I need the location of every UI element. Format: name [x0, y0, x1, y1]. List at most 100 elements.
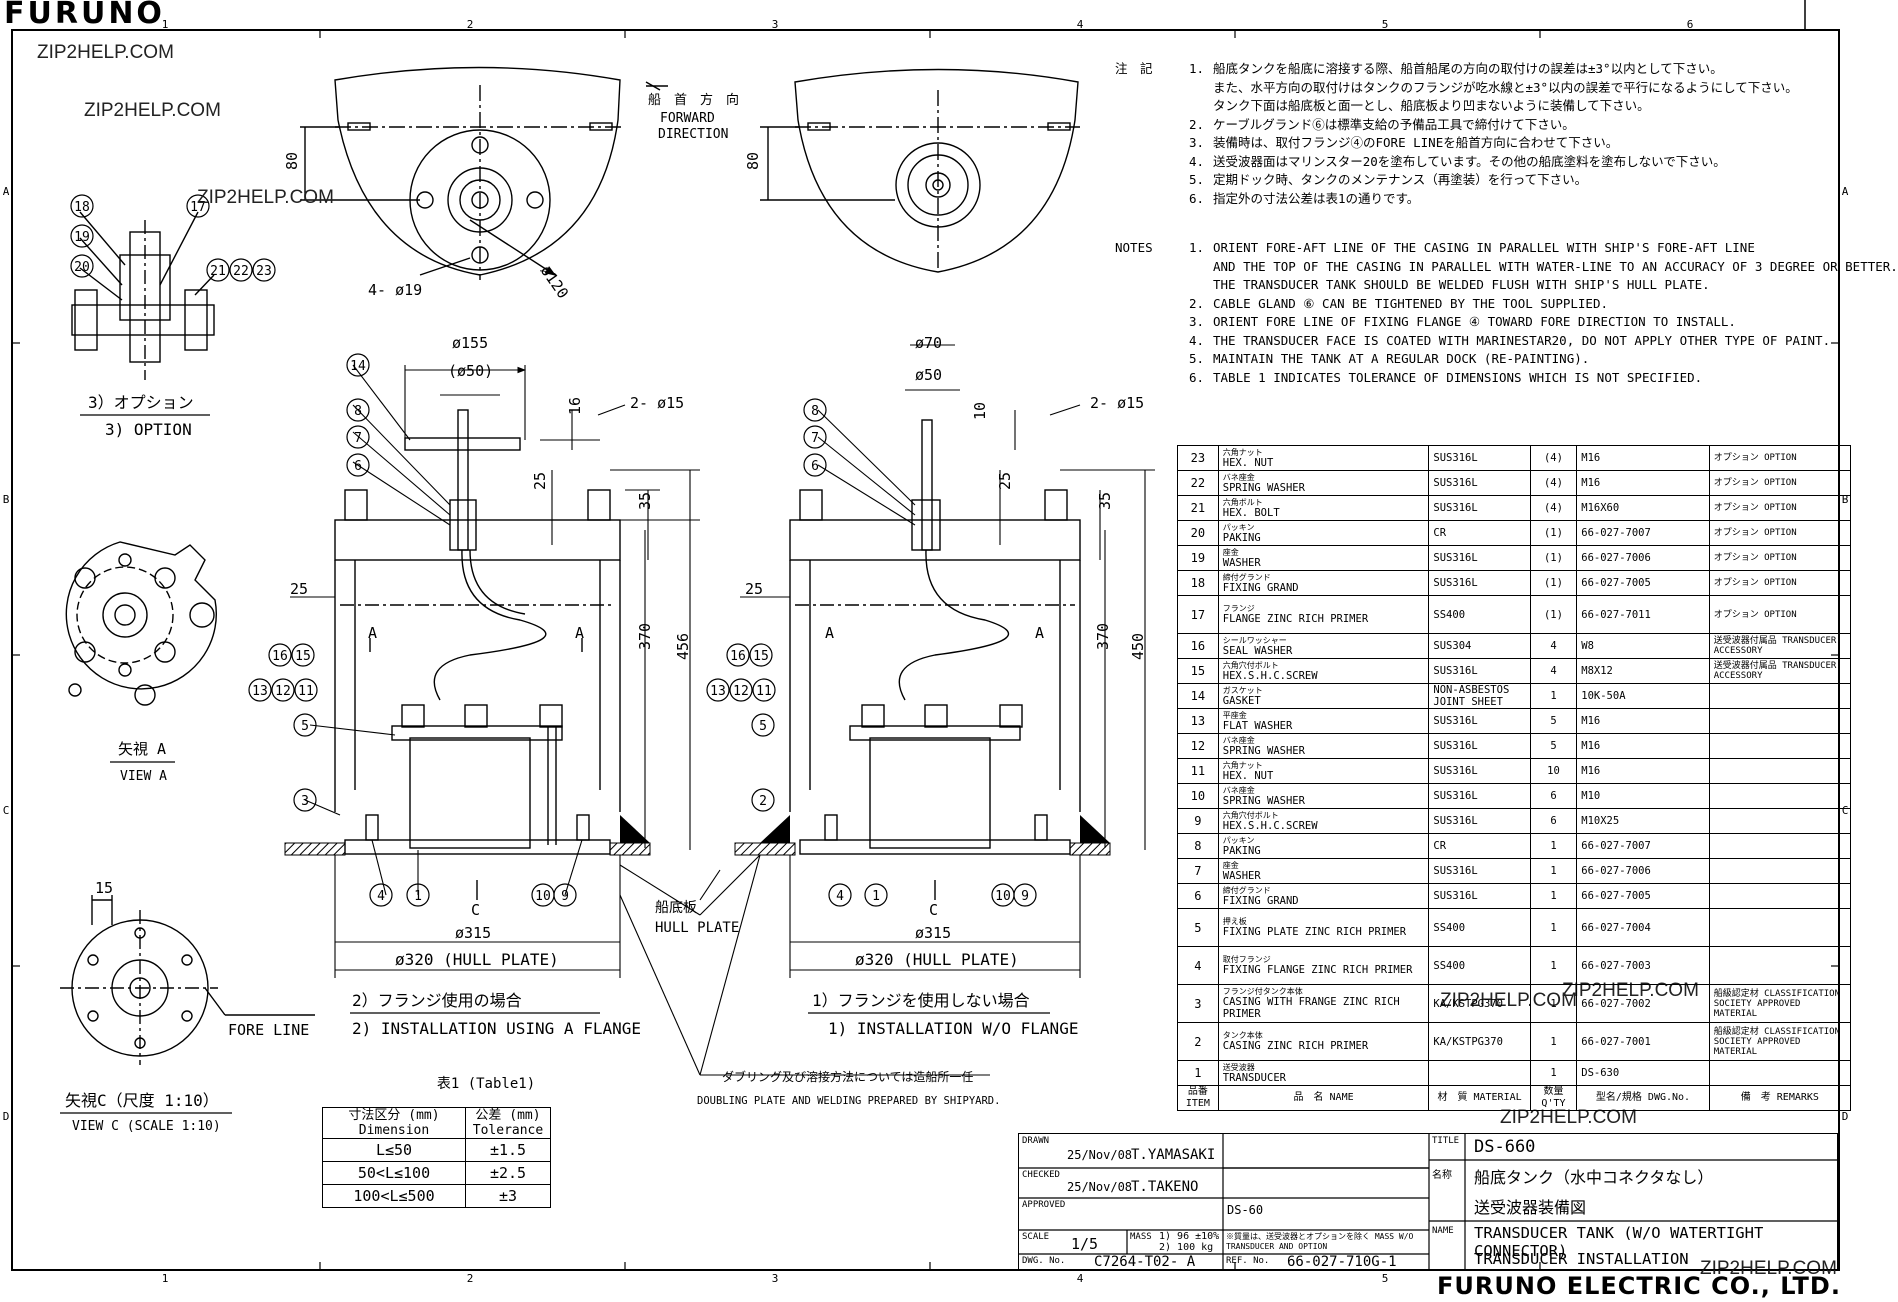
part-name-jp: フランジ付タンク本体 [1222, 987, 1303, 996]
part-material: SS400 [1428, 946, 1531, 985]
dir-en1: FORWARD [660, 111, 715, 126]
part-qty: (1) [1529, 545, 1578, 571]
s1-c11: 11 [756, 684, 772, 699]
dim-50: ø50 [915, 366, 942, 384]
part-qty: (1) [1529, 520, 1578, 546]
part-dwg-no: DS-630 [1576, 1060, 1710, 1086]
part-item-no: 11 [1177, 758, 1219, 784]
name-jp-label: 名称 [1432, 1170, 1452, 1181]
dim-16: 16 [566, 397, 584, 415]
checked-name: T.TAKENO [1131, 1179, 1199, 1195]
note-text: ORIENT FORE LINE OF FIXING FLANGE ④ TOWA… [1213, 314, 1736, 329]
part-item-no: 8 [1177, 833, 1219, 859]
part-name-en: FIXING PLATE ZINC RICH PRIMER [1222, 926, 1407, 938]
dir-jp: 船 首 方 向 [648, 92, 739, 108]
dwg-label: DWG. No. [1022, 1256, 1066, 1266]
part-material: SUS316L [1428, 570, 1531, 596]
s2-c1: 1 [414, 889, 422, 904]
part-name-jp: 六角穴付ボルト [1222, 660, 1279, 670]
hull-jp: 船底板 [655, 900, 697, 916]
section-with-flange [334, 409, 621, 900]
part-remarks: 送受波器付属品 TRANSDUCER ACCESSORY [1708, 633, 1852, 659]
part-name-jp: 締付グランド [1222, 885, 1271, 895]
part-remarks: オプション OPTION [1708, 445, 1852, 471]
part-item-no: 18 [1177, 570, 1219, 596]
part-name-jp: 締付グランド [1222, 572, 1271, 582]
fore-line-label: FORE LINE [228, 1021, 309, 1039]
part-item-no: 3 [1177, 984, 1219, 1023]
s1-c15: 15 [753, 649, 769, 664]
title-value: DS-660 [1474, 1137, 1536, 1157]
part-qty: (4) [1529, 470, 1578, 496]
watermark: ZIP2HELP.COM [197, 187, 334, 208]
note-num: 6. [1189, 369, 1205, 385]
grid-col-4b: 4 [1077, 1272, 1084, 1285]
part-qty: 10 [1529, 758, 1578, 784]
dim-2phi15-a: 2- ø15 [630, 394, 684, 412]
dim-370-a: 370 [636, 623, 654, 650]
dim-25-h-b: 25 [745, 580, 763, 598]
s2-c6: 6 [354, 459, 362, 474]
part-qty: (1) [1529, 570, 1578, 596]
callout-22: 22 [233, 264, 249, 279]
callout-18: 18 [74, 200, 90, 215]
part-name-jp: 平座金 [1222, 710, 1247, 720]
note-num: 2. [1189, 295, 1205, 311]
part-remarks: オプション OPTION [1708, 595, 1852, 634]
grid-row-a-r: A [1842, 185, 1849, 198]
part-name-en: SEAL WASHER [1222, 644, 1293, 657]
part-remarks [1708, 683, 1852, 709]
part-name-en: SPRING WASHER [1222, 481, 1305, 494]
part-name-en: HEX. NUT [1222, 769, 1274, 782]
title-block-grid [1019, 1134, 1839, 1271]
part-name-en: TRANSDUCER [1222, 1071, 1286, 1084]
part-name-en: FIXING FLANGE ZINC RICH PRIMER [1222, 964, 1413, 976]
s2-c4: 4 [377, 889, 385, 904]
part-name-jp: タンク本体 [1222, 1031, 1263, 1040]
sec-c: C [471, 901, 480, 919]
part-qty: 1 [1529, 1022, 1578, 1061]
part-dwg-no: 66-027-7011 [1576, 595, 1710, 634]
notes-en-head: NOTES [1115, 240, 1153, 255]
part-material: SUS316L [1428, 658, 1531, 684]
part-item-no: 20 [1177, 520, 1219, 546]
inst2-jp: 2）フランジ使用の場合 [352, 991, 522, 1010]
part-material: CR [1428, 520, 1531, 546]
grid-col-5: 5 [1382, 18, 1389, 31]
part-dwg-no: 66-027-7006 [1576, 545, 1710, 571]
tolerance-table: 寸法区分 (mm) Dimension 公差 (mm) Tolerance L≤… [322, 1107, 551, 1208]
grid-col-3b: 3 [772, 1272, 779, 1285]
part-dwg-no: M10 [1576, 783, 1710, 809]
view-a [65, 541, 217, 706]
part-dwg-no: M16 [1576, 758, 1710, 784]
part-item-no: 16 [1177, 633, 1219, 659]
part-remarks [1708, 758, 1852, 784]
part-remarks [1708, 946, 1852, 985]
part-name-en: HEX. NUT [1222, 456, 1274, 469]
part-name-jp: 送受波器 [1222, 1062, 1255, 1072]
part-remarks: オプション OPTION [1708, 495, 1852, 521]
part-name-en: HEX.S.H.C.SCREW [1222, 819, 1318, 832]
callout-21: 21 [210, 264, 226, 279]
part-material: KA/KSTPG370 [1428, 1022, 1531, 1061]
part-material: SUS316L [1428, 733, 1531, 759]
note-text: AND THE TOP OF THE CASING IN PARALLEL WI… [1213, 258, 1898, 274]
